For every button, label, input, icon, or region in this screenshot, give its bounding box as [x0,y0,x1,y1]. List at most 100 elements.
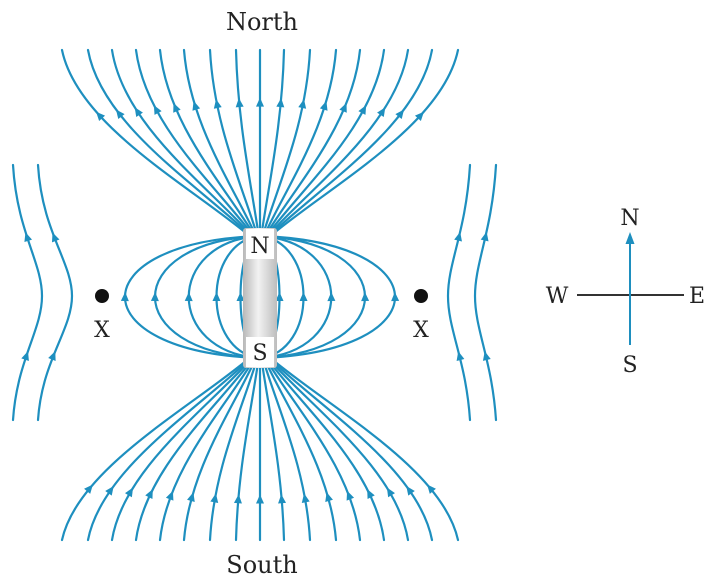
magnet-north-label-bg [246,229,274,259]
arrowhead-icon [233,494,242,504]
arrowhead-icon [256,97,264,107]
arrowhead-icon [414,111,424,122]
field-line-south [158,354,258,542]
top-label-bg [210,2,314,38]
bar-magnet-icon [243,228,277,368]
arrowhead-icon [377,107,386,118]
arrowhead-icon [327,292,336,302]
compass-east-label: E [689,284,705,309]
compass-north-label: N [620,206,639,231]
arrowhead-icon [301,493,310,503]
compass-north-arrowhead-icon [625,232,635,244]
field-line-south [259,354,286,542]
arrowhead-icon [96,111,106,122]
arrowhead-icon [299,292,308,302]
field-line-south [262,354,362,542]
arrowhead-icon [115,109,125,120]
field-line-south [86,354,255,542]
field-line-earth-left [36,163,74,422]
arrowhead-icon [406,486,415,496]
bottom-direction-label: South [226,551,297,579]
compass-south-label: S [622,353,637,378]
arrowhead-icon [125,487,134,498]
field-line-south [182,354,259,542]
arrowhead-icon [184,292,193,302]
arrowhead-icon [187,492,195,502]
arrowhead-icon [173,102,181,113]
compass-rose: N S W E [546,206,705,378]
arrowhead-icon [165,490,174,501]
arrowhead-icon [145,489,153,499]
magnet-south-label: S [252,341,267,366]
neutral-point-right-label: X [413,318,429,343]
neutral-point-left-dot-icon [95,289,109,303]
neutral-point-left-label: X [94,318,110,343]
compass-west-label: W [546,284,569,309]
field-line-south [60,354,254,542]
arrowhead-icon [213,99,222,109]
arrowhead-icon [358,105,367,115]
arrowhead-icon [275,292,284,302]
field-line-north [265,48,434,240]
arrowhead-icon [339,102,347,113]
field-line-south [110,354,256,542]
arrowhead-icon [456,351,465,361]
arrowhead-icon [361,292,370,302]
field-line-south [261,354,338,542]
field-line-south [208,354,260,542]
field-line-south [134,354,257,542]
arrowhead-icon [212,292,221,302]
field-line-north [86,48,255,240]
field-line-north [264,48,410,240]
field-line-south [263,354,386,542]
arrowhead-icon [192,100,201,111]
field-line-north [259,48,286,240]
top-direction-label: North [226,8,298,36]
field-line-north [182,48,259,240]
field-line-north [263,48,386,240]
arrowhead-icon [276,98,285,108]
arrowhead-icon [482,351,491,361]
field-line-south [265,354,434,542]
arrowhead-icon [134,107,143,118]
arrowhead-icon [319,100,328,111]
magnet-south-label-bg [246,337,274,367]
arrowhead-icon [325,492,333,502]
field-line-earth-left [11,163,44,422]
arrowhead-icon [120,292,129,302]
arrowhead-icon [391,292,400,302]
arrowhead-icon [235,98,244,108]
field-line-north [208,48,260,240]
arrowhead-icon [367,489,375,499]
neutral-point-right-dot-icon [414,289,428,303]
field-line-north [262,48,362,240]
field-line-south [266,354,460,542]
arrowhead-icon [278,494,287,504]
arrowhead-icon [236,292,245,302]
arrowhead-icon [21,351,29,361]
magnet-north-label: N [250,234,269,259]
field-line-earth-right [473,163,498,422]
field-line-north [261,48,338,240]
field-line-north [134,48,257,240]
bar-magnet: N S [243,228,277,368]
arrowhead-icon [298,99,307,109]
arrowhead-icon [256,494,264,504]
arrowhead-icon [210,493,219,503]
arrowhead-icon [51,232,60,243]
field-line-north [234,48,261,240]
arrowhead-icon [346,490,355,501]
arrowhead-icon [427,484,436,494]
field-line-north [110,48,256,240]
arrowhead-icon [84,484,93,494]
field-line-north [60,48,254,240]
field-line-earth-right [446,163,472,422]
field-lines-group [11,48,498,542]
bottom-label-bg [205,545,317,583]
arrowhead-icon [24,232,33,243]
arrowhead-icon [150,292,159,302]
arrowhead-icon [454,231,462,242]
arrowhead-icon [480,231,489,242]
field-line-south [264,354,410,542]
